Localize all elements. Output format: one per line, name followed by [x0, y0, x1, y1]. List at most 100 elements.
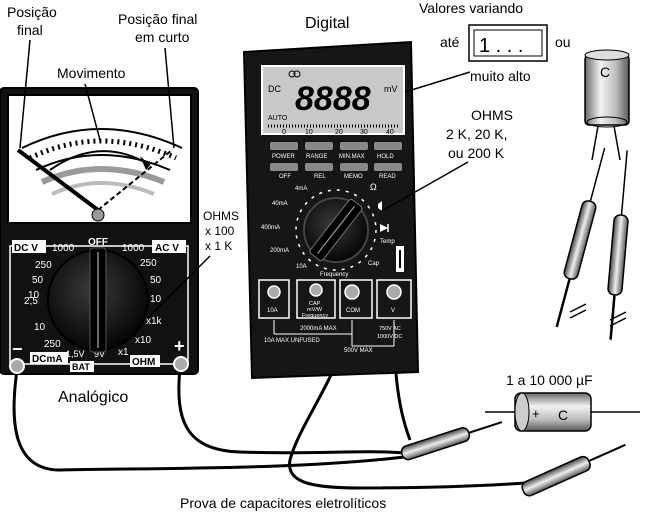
jack-com[interactable]: [344, 284, 360, 300]
ohm-range-x10: x10: [135, 335, 152, 346]
off-btn-label: OFF: [279, 174, 291, 180]
scale-right-50: 50: [150, 275, 162, 286]
display-example-value: 1 . . .: [479, 35, 523, 57]
ohm-label: OHM: [132, 357, 155, 368]
memo-button[interactable]: [340, 163, 368, 171]
dial-cap: Cap: [368, 261, 380, 267]
break-mark-1: [569, 303, 587, 319]
button-row-2: OFF REL MEMO READ: [270, 163, 402, 180]
jack-v-label: V: [391, 308, 395, 314]
wire-analog-positive: [177, 367, 421, 457]
dcma-10: 10: [34, 322, 46, 333]
digital-dial-ring: [295, 189, 377, 271]
off-button[interactable]: [270, 163, 298, 171]
dial-10a: 10A: [296, 264, 307, 270]
minmax-button[interactable]: [340, 142, 368, 150]
scale-left-2-5: 2,5: [24, 296, 38, 307]
diode-icon: [380, 224, 388, 232]
read-button[interactable]: [374, 163, 402, 171]
dial-200ma: 200mA: [270, 248, 289, 254]
power-button[interactable]: [270, 142, 298, 150]
jack-box-v: [376, 279, 412, 319]
movement-arrow: [49, 150, 151, 171]
rel-button[interactable]: [305, 163, 333, 171]
label-ohms-digital-2: 2 K, 20 K,: [446, 126, 507, 142]
display-example-inner: [473, 29, 543, 57]
probe-upper: [400, 421, 503, 461]
read-btn-label: READ: [379, 174, 396, 180]
scale-left-10: 10: [28, 290, 40, 301]
label-analogico: Analógico: [58, 389, 128, 406]
digital-multimeter: DC 8888 mV AUTO 0 10 20 30 40 POWER RANG…: [242, 40, 420, 380]
caption: Prova de capacitores eletrolíticos: [180, 495, 386, 511]
jack-com-label: COM: [346, 308, 360, 314]
wire-analog-negative: [12, 369, 421, 472]
rating-750v: 750V AC: [379, 326, 401, 332]
label-digital: Digital: [305, 15, 349, 32]
probe-right-1-tip: [589, 148, 606, 202]
label-valores-variando: Valores variando: [419, 0, 523, 16]
pointer-posicao-final: [19, 39, 31, 149]
pointer-movimento: [84, 83, 101, 141]
cap-v-lead-left: [591, 125, 599, 161]
probe-right-1: [555, 148, 606, 328]
rating-1000v: 1000V DC: [377, 334, 402, 340]
cap-v-letter: C: [600, 64, 610, 80]
range-button[interactable]: [305, 142, 333, 150]
rating-500v: 500V MAX: [344, 348, 373, 354]
lcd-scale-30: 30: [360, 129, 368, 136]
needle-final: [16, 148, 100, 212]
cap-h-end: [514, 392, 530, 432]
memo-btn-label: MEMO: [344, 174, 363, 180]
analog-plus-sign: +: [174, 336, 185, 356]
lcd-scale-10: 10: [305, 129, 313, 136]
probe-right-1-wire: [555, 278, 571, 328]
label-ohms-digital-1: OHMS: [471, 107, 513, 123]
dial-4ma: 4mA: [295, 186, 307, 192]
dcma-250: 250: [44, 339, 61, 350]
label-muito-alto: muito alto: [470, 68, 531, 84]
probe-right-2: [607, 150, 629, 340]
jack-box-cap: [296, 279, 336, 319]
analog-meter-window: [7, 94, 192, 224]
jack-10a-label: 10A: [267, 308, 278, 314]
jack-v[interactable]: [386, 284, 402, 300]
scale-arc-4: [51, 181, 155, 196]
dcv-box: [12, 240, 46, 253]
jack-10a[interactable]: [267, 285, 281, 299]
rating-2000ma: 2000mA MAX: [300, 326, 337, 332]
cap-h-letter: C: [558, 407, 568, 423]
pointer-ohms-digital: [379, 161, 469, 213]
jack-cap[interactable]: [309, 283, 323, 297]
dial-40ma: 40mA: [272, 201, 288, 207]
analog-jack-positive[interactable]: [173, 356, 189, 372]
display-example-box: [468, 24, 548, 62]
scale-left-250: 250: [35, 260, 52, 271]
lcd-display: [261, 65, 405, 135]
probe-lower: [521, 443, 626, 497]
scale-arc-ticks: [28, 138, 178, 161]
dial-400ma: 400mA: [261, 225, 280, 231]
scale-left-1000: 1000: [52, 243, 75, 254]
ohm-box: [130, 355, 160, 367]
label-posicao-curto-1: Posição final: [118, 11, 197, 27]
jack-box-10a: [258, 279, 290, 319]
off-label: OFF: [88, 237, 108, 248]
label-capacitance: 1 a 10 000 µF: [506, 372, 593, 388]
label-ohms-analog-1: OHMS: [203, 209, 239, 223]
probe-lower-tip: [588, 443, 626, 462]
lcd-scale-0: 0: [282, 129, 286, 136]
cap-v-lead-right: [613, 125, 621, 161]
label-ohms-analog-3: x 1 K: [205, 239, 232, 253]
bat-1-5v: 1,5V: [66, 349, 85, 359]
lcd-dc: DC: [268, 84, 281, 94]
ohm-range-x1k: x1k: [146, 316, 163, 327]
minmax-label: MIN.MAX: [339, 154, 365, 160]
lcd-continuity-icon-b: [293, 70, 301, 78]
lcd-digits: 8888: [295, 80, 371, 118]
hold-button[interactable]: [374, 142, 402, 150]
button-row-1: POWER RANGE MIN.MAX HOLD: [270, 142, 402, 160]
needle-pivot: [91, 208, 105, 222]
analog-jack-negative[interactable]: [9, 358, 25, 374]
acv-label: AC V: [155, 243, 179, 254]
